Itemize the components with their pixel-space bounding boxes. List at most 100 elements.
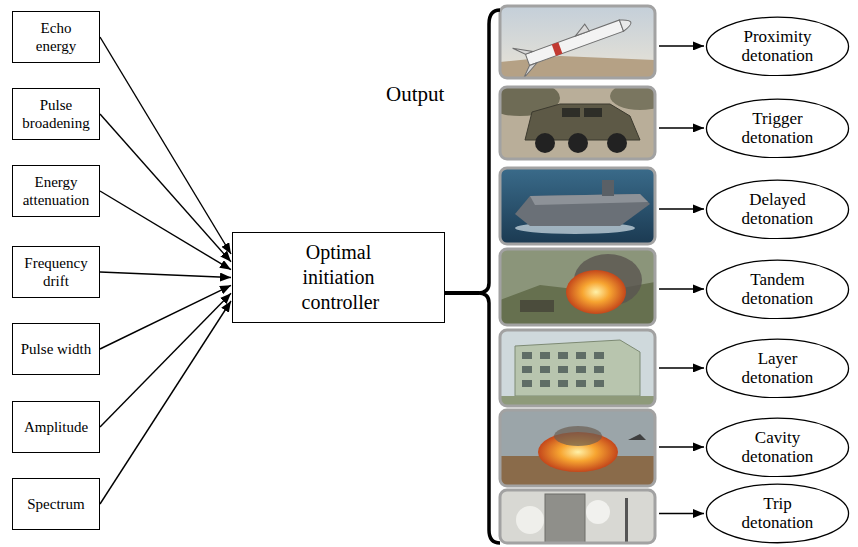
picture-frame bbox=[500, 330, 655, 406]
foliage bbox=[610, 87, 655, 110]
window bbox=[522, 366, 532, 373]
feature-box: Energy attenuation bbox=[12, 165, 100, 217]
windows bbox=[522, 352, 604, 387]
feature-box: Amplitude bbox=[12, 401, 100, 453]
node-text: Optimal initiation controller bbox=[302, 240, 376, 315]
explosion-picture bbox=[500, 249, 655, 325]
missile-wing bbox=[573, 23, 590, 36]
window bbox=[576, 380, 586, 387]
wheel bbox=[607, 133, 627, 153]
ship-hull bbox=[515, 194, 650, 226]
fireball bbox=[566, 270, 626, 314]
window bbox=[540, 380, 550, 387]
node-text: Amplitude bbox=[19, 418, 93, 436]
window bbox=[540, 352, 550, 359]
node-text: Pulse width bbox=[19, 340, 93, 358]
feature-box: Frequency drift bbox=[12, 246, 100, 298]
output-ellipse: Trip detonation bbox=[705, 483, 850, 544]
output-ellipse: Delayed detonation bbox=[705, 179, 850, 240]
wall bbox=[545, 494, 585, 543]
aircraft bbox=[628, 434, 646, 440]
output-label: Output bbox=[386, 82, 444, 107]
window bbox=[594, 352, 604, 359]
window bbox=[576, 366, 586, 373]
connector-arrow bbox=[445, 128, 704, 293]
connector-arrow bbox=[100, 272, 231, 278]
feature-box: Echo energy bbox=[12, 11, 100, 63]
missile bbox=[513, 7, 637, 78]
window bbox=[558, 366, 568, 373]
connector-arrow bbox=[100, 301, 231, 504]
controller-box: Optimal initiation controller bbox=[232, 232, 445, 323]
node-text: Proximity detonation bbox=[729, 27, 827, 65]
missile-nose bbox=[619, 17, 633, 32]
feature-box: Spectrum bbox=[12, 478, 100, 530]
missile-band bbox=[552, 42, 563, 56]
background bbox=[500, 490, 655, 543]
ellipse-shape bbox=[706, 99, 848, 158]
connector-arrow bbox=[445, 293, 704, 368]
missile-body bbox=[525, 20, 623, 65]
output-ellipse: Cavity detonation bbox=[705, 417, 850, 478]
ellipse-shape bbox=[706, 17, 848, 76]
node-text: Pulse broadening bbox=[19, 96, 93, 132]
connector-arrow bbox=[445, 293, 704, 447]
missile-fin bbox=[513, 42, 533, 58]
picture-frame bbox=[500, 87, 655, 159]
window bbox=[558, 380, 568, 387]
building bbox=[515, 340, 640, 396]
missile-picture bbox=[500, 6, 655, 78]
window bbox=[522, 352, 532, 359]
pole bbox=[625, 498, 628, 543]
ship-picture bbox=[500, 168, 655, 244]
dust bbox=[586, 500, 610, 524]
dust bbox=[516, 506, 544, 534]
smoke bbox=[554, 426, 602, 446]
vehicle-window bbox=[584, 108, 602, 117]
sea bbox=[500, 168, 655, 244]
connector-arrow bbox=[100, 293, 231, 427]
bunker-picture bbox=[500, 410, 655, 486]
node-text: Layer detonation bbox=[729, 349, 827, 387]
connector-arrow bbox=[445, 209, 704, 293]
wall-picture bbox=[500, 490, 655, 543]
connector-arrow bbox=[445, 289, 704, 293]
sky bbox=[500, 410, 655, 486]
picture-frame bbox=[500, 6, 655, 78]
wheel bbox=[568, 133, 588, 153]
ship-deck bbox=[530, 194, 648, 205]
feature-box: Pulse broadening bbox=[12, 88, 100, 140]
node-text: Trip detonation bbox=[729, 494, 827, 532]
connector-arrow bbox=[100, 191, 231, 270]
output-ellipse: Proximity detonation bbox=[705, 16, 850, 77]
node-text: Delayed detonation bbox=[729, 190, 827, 228]
ship-island bbox=[602, 180, 614, 196]
node-text: Frequency drift bbox=[19, 254, 93, 290]
vehicle-window bbox=[562, 108, 580, 117]
vehicle-picture bbox=[500, 87, 655, 159]
connector-arrow bbox=[100, 285, 231, 349]
sky bbox=[500, 330, 655, 406]
node-text: Echo energy bbox=[19, 19, 93, 55]
output-bracket bbox=[478, 10, 500, 543]
window bbox=[594, 380, 604, 387]
node-text: Spectrum bbox=[19, 495, 93, 513]
vehicle bbox=[520, 300, 554, 312]
connector-arrow bbox=[100, 114, 231, 262]
node-text: Trigger detonation bbox=[729, 109, 827, 147]
sky bbox=[500, 6, 655, 78]
connector-arrow bbox=[100, 37, 231, 254]
ellipse-shape bbox=[706, 484, 848, 543]
connector-arrow bbox=[445, 293, 704, 513]
node-text: Energy attenuation bbox=[19, 173, 93, 209]
window bbox=[522, 380, 532, 387]
picture-frame bbox=[500, 490, 655, 543]
picture-frame bbox=[500, 168, 655, 244]
feature-box: Pulse width bbox=[12, 323, 100, 375]
connector-arrow bbox=[445, 46, 704, 293]
window bbox=[594, 366, 604, 373]
building-picture bbox=[500, 330, 655, 406]
ellipse-shape bbox=[706, 260, 848, 319]
ground bbox=[500, 56, 655, 78]
